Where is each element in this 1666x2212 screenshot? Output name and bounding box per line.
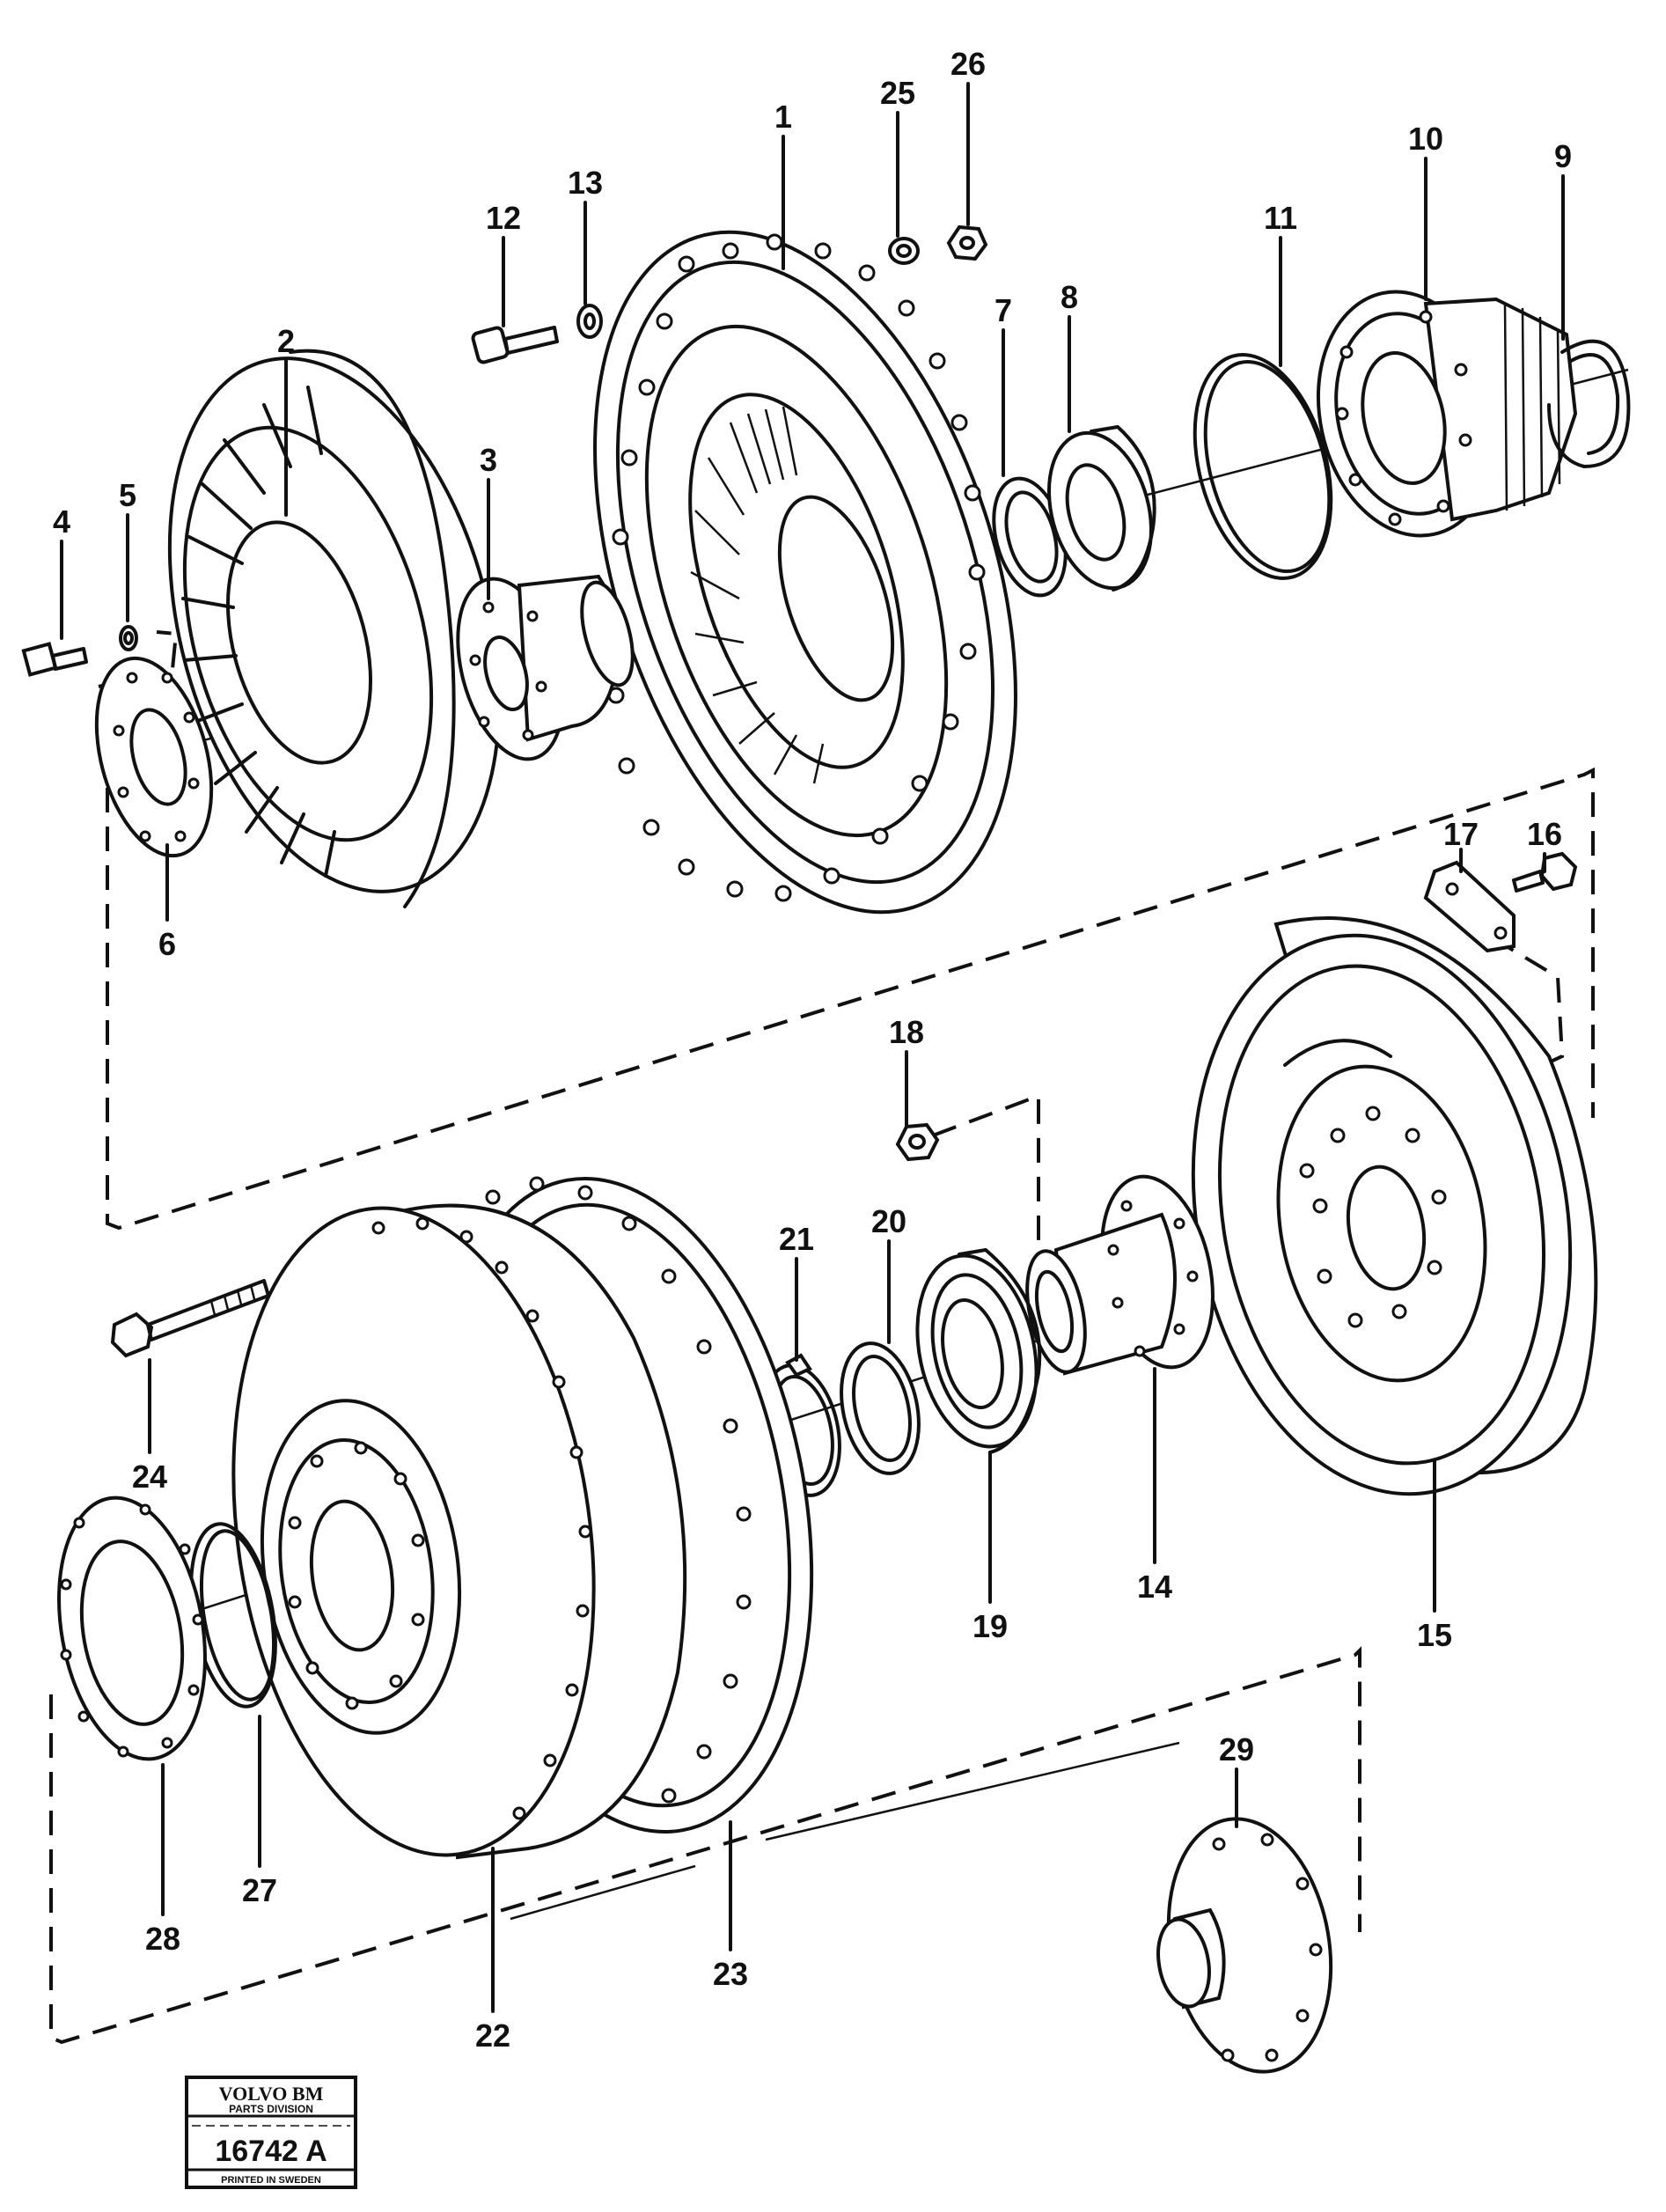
callout-28: 28 [145, 1921, 180, 1957]
part-11-oring [1193, 353, 1333, 580]
callout-23: 23 [713, 1956, 748, 1992]
part-18-nut [895, 1122, 940, 1162]
callout-3: 3 [480, 442, 497, 478]
callout-15: 15 [1417, 1617, 1452, 1653]
callout-labels: 1 2 3 4 5 6 7 8 9 10 11 12 13 14 15 16 1… [53, 46, 1572, 2054]
stamp-brand: VOLVO BM [219, 2083, 324, 2105]
callout-26: 26 [950, 46, 986, 82]
callout-13: 13 [568, 165, 603, 201]
callout-12: 12 [486, 200, 521, 236]
callout-29: 29 [1219, 1731, 1254, 1767]
part-8-bearing [1046, 425, 1156, 592]
callout-27: 27 [242, 1872, 277, 1908]
part-16-bolt [1512, 851, 1578, 893]
part-20-ring [840, 1341, 921, 1475]
callout-19: 19 [972, 1608, 1008, 1644]
part-7-ring [992, 476, 1068, 598]
callout-1: 1 [774, 99, 792, 135]
part-14-hub [1025, 1174, 1215, 1376]
part-10-gear-hub [1316, 290, 1578, 538]
callout-16: 16 [1527, 816, 1562, 852]
callout-17: 17 [1443, 816, 1479, 852]
part-2-turbine-wheel [167, 349, 502, 908]
part-5-washer [119, 625, 138, 651]
part-24-long-bolt [110, 1279, 270, 1358]
callout-21: 21 [779, 1221, 814, 1257]
callout-22: 22 [475, 2017, 510, 2054]
part-19-bearing [915, 1248, 1042, 1454]
callout-9: 9 [1554, 138, 1572, 174]
callout-10: 10 [1408, 121, 1443, 157]
part-6-flange-plate [94, 656, 214, 858]
part-29-shaft-flange [1156, 1817, 1333, 2074]
part-26-nut [946, 224, 988, 261]
part-4-bolt [21, 642, 88, 677]
callout-2: 2 [277, 323, 295, 359]
part-25-washer [888, 237, 920, 265]
volvo-bm-stamp: VOLVO BM PARTS DIVISION 16742 A PRINTED … [185, 2076, 357, 2189]
callout-24: 24 [132, 1459, 167, 1495]
callout-14: 14 [1137, 1569, 1172, 1605]
callout-6: 6 [158, 926, 176, 962]
stamp-printed: PRINTED IN SWEDEN [221, 2175, 321, 2186]
callout-20: 20 [871, 1203, 906, 1239]
part-13-washer [576, 304, 603, 339]
leader-lines [60, 82, 1565, 2013]
callout-25: 25 [880, 75, 915, 111]
stamp-division: PARTS DIVISION [229, 2103, 313, 2115]
part-9-circlip [1547, 339, 1631, 468]
stamp-number: 16742 A [215, 2135, 327, 2168]
callout-5: 5 [119, 477, 136, 513]
part-3-hub [456, 574, 635, 761]
callout-8: 8 [1061, 279, 1078, 315]
callout-18: 18 [889, 1014, 924, 1050]
callout-4: 4 [53, 503, 70, 540]
callout-11: 11 [1264, 200, 1297, 236]
part-12-screw [471, 326, 559, 364]
part-15-impeller [1191, 916, 1598, 1496]
part-17-bracket [1423, 860, 1516, 953]
part-1-housing [593, 230, 1017, 915]
part-22-converter-body [231, 1203, 687, 1860]
part-28-flange [57, 1495, 207, 1761]
callout-7: 7 [994, 292, 1012, 328]
